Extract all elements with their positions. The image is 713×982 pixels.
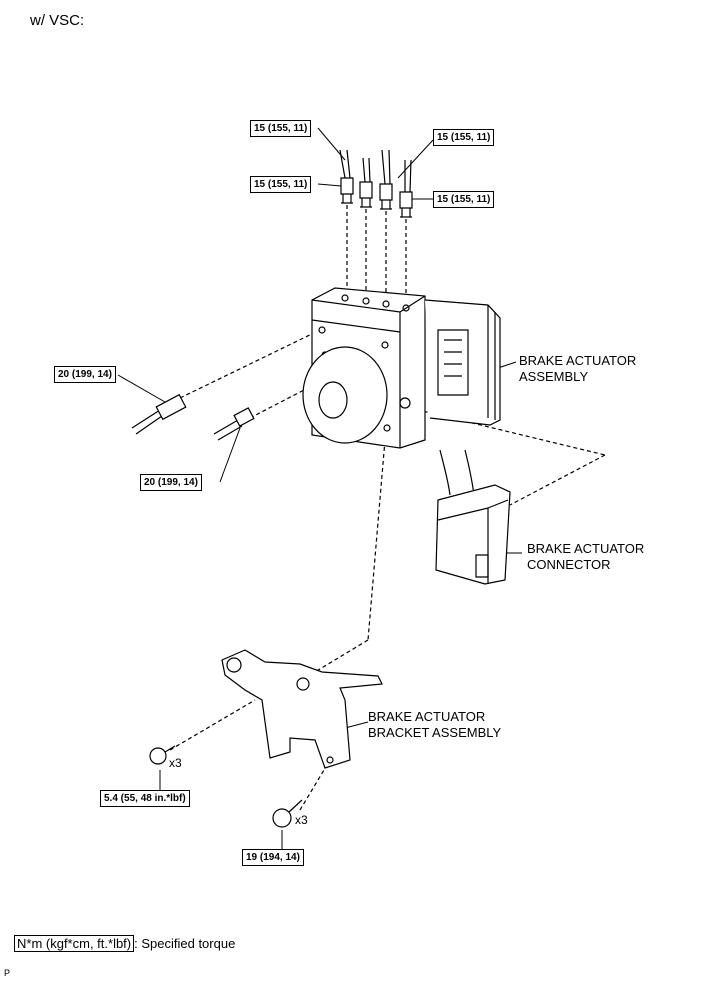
brake-actuator-connector (436, 450, 510, 584)
flare-nut-2 (360, 182, 372, 207)
label-bracket-line1: BRAKE ACTUATOR (368, 709, 486, 724)
label-brake-actuator-bracket: BRAKE ACTUATOR BRACKET ASSEMBLY (368, 709, 501, 741)
bolt-small (150, 746, 175, 764)
union-bolt-1 (132, 395, 186, 434)
torque-20-upper: 20 (199, 14) (54, 366, 116, 383)
brake-actuator-assembly (303, 288, 500, 448)
label-actuator-line1: BRAKE ACTUATOR (519, 353, 637, 368)
flare-nut-3 (380, 184, 392, 209)
page-title: w/ VSC: (30, 12, 85, 29)
torque-20-lower: 20 (199, 14) (140, 474, 202, 491)
torque-19: 19 (194, 14) (242, 849, 304, 866)
torque-15-upper-right: 15 (155, 11) (433, 129, 495, 146)
label-brake-actuator-assembly: BRAKE ACTUATOR ASSEMBLY (519, 353, 636, 385)
torque-15-upper-left: 15 (155, 11) (250, 120, 312, 137)
legend-text: : Specified torque (134, 936, 236, 951)
torque-15-lower-left: 15 (155, 11) (250, 176, 312, 193)
legend-unit-box: N*m (kgf*cm, ft.*lbf) (14, 935, 135, 952)
bolt-large (273, 800, 302, 827)
corner-mark: P (4, 968, 11, 978)
leader-lines (118, 128, 522, 850)
torque-15-lower-right: 15 (155, 11) (433, 191, 495, 208)
quantity-large-bolts: x3 (295, 813, 308, 827)
torque-5-4: 5.4 (55, 48 in.*lbf) (100, 790, 190, 807)
flare-nut-4 (400, 192, 412, 217)
brake-actuator-bracket-assembly (222, 650, 382, 768)
label-connector-line2: CONNECTOR (527, 557, 611, 572)
brake-lines-top (340, 150, 411, 192)
label-bracket-line2: BRACKET ASSEMBLY (368, 725, 502, 740)
torque-legend: N*m (kgf*cm, ft.*lbf): Specified torque (14, 935, 236, 952)
quantity-small-bolts: x3 (169, 756, 182, 770)
flare-nut-1 (341, 178, 353, 203)
label-connector-line1: BRAKE ACTUATOR (527, 541, 645, 556)
label-actuator-line2: ASSEMBLY (519, 369, 589, 384)
label-brake-actuator-connector: BRAKE ACTUATOR CONNECTOR (527, 541, 644, 573)
union-bolt-2 (214, 408, 254, 440)
